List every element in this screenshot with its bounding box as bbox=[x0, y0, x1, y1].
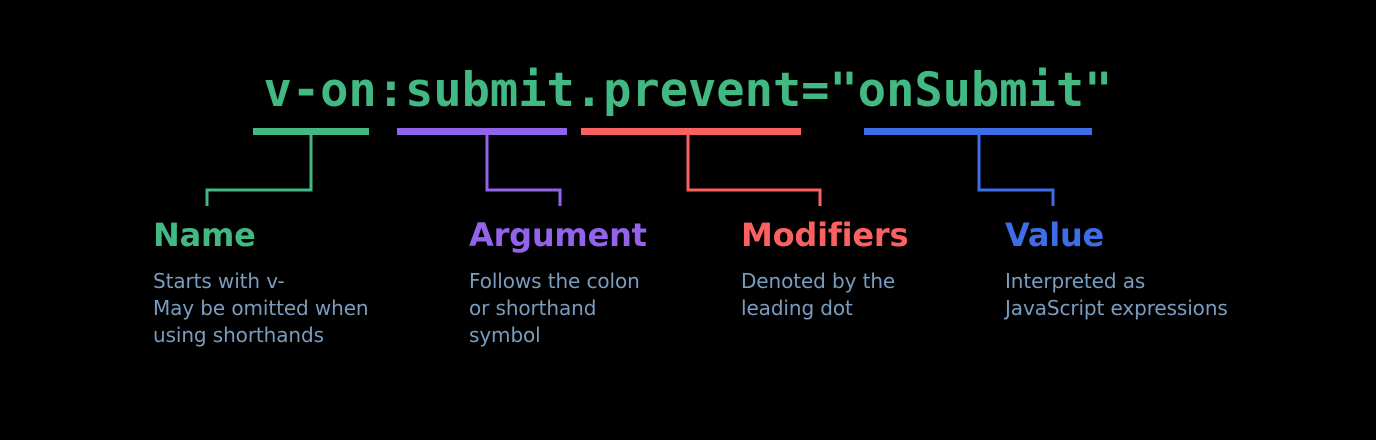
annotation-column-modifiers: Modifiers Denoted by the leading dot bbox=[741, 216, 1001, 322]
connector-path-value bbox=[977, 135, 1055, 206]
connector-path-modifiers bbox=[686, 135, 822, 206]
connector-path-argument bbox=[485, 135, 562, 206]
annotation-description-name: Starts with v- May be omitted when using… bbox=[153, 269, 369, 347]
annotation-heading-value: Value bbox=[1005, 216, 1105, 254]
underline-bar-name bbox=[253, 128, 369, 135]
underline-bar-argument bbox=[397, 128, 567, 135]
annotation-description-argument: Follows the colon or shorthand symbol bbox=[469, 269, 640, 347]
annotation-heading-modifiers: Modifiers bbox=[741, 216, 909, 254]
directive-expression-code: v-on:submit.prevent="onSubmit" bbox=[263, 63, 1113, 118]
connector-path-name bbox=[205, 135, 313, 206]
annotation-heading-argument: Argument bbox=[469, 216, 647, 254]
underline-bar-modifiers bbox=[581, 128, 801, 135]
annotation-description-value: Interpreted as JavaScript expressions bbox=[1005, 269, 1228, 320]
annotation-column-name: Name Starts with v- May be omitted when … bbox=[153, 216, 453, 349]
annotation-description-modifiers: Denoted by the leading dot bbox=[741, 269, 896, 320]
annotation-column-value: Value Interpreted as JavaScript expressi… bbox=[1005, 216, 1305, 322]
annotation-heading-name: Name bbox=[153, 216, 256, 254]
annotation-columns: Name Starts with v- May be omitted when … bbox=[0, 216, 1376, 396]
underline-bar-value bbox=[864, 128, 1092, 135]
annotation-column-argument: Argument Follows the colon or shorthand … bbox=[469, 216, 734, 349]
